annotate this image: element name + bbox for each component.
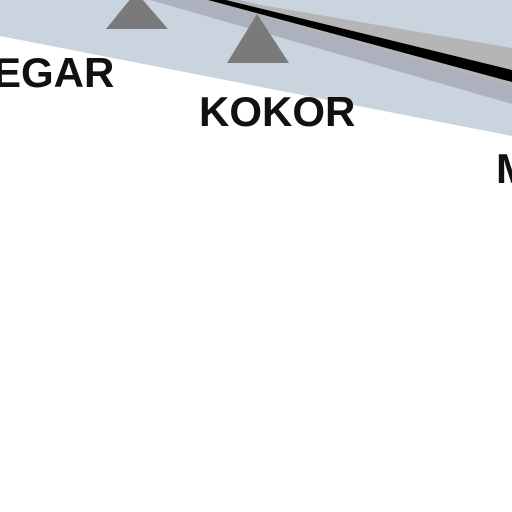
road-line (208, 0, 512, 82)
place-label-m: M (496, 145, 512, 192)
road-edge (205, 0, 512, 86)
place-label-egar: EGAR (0, 49, 114, 96)
place-label-kokor: KOKOR (199, 88, 355, 135)
station-marker-kokor (227, 14, 289, 63)
station-marker-egar (106, 0, 168, 29)
map-band-shadow (150, 0, 512, 104)
